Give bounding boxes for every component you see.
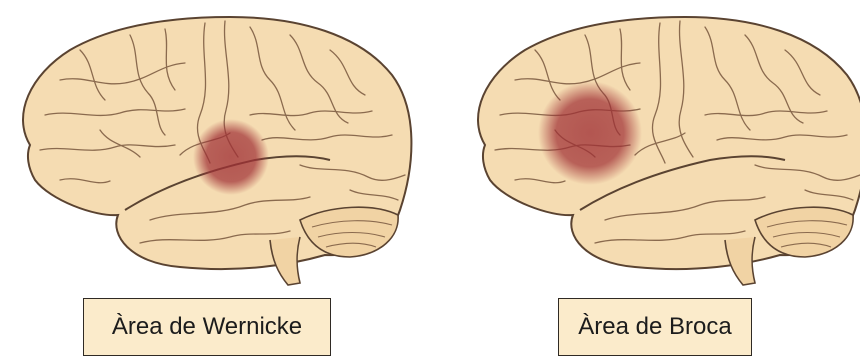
broca-area-label: Àrea de Broca bbox=[558, 298, 752, 356]
brain-left bbox=[23, 17, 411, 285]
wernicke-area-label: Àrea de Wernicke bbox=[83, 298, 331, 356]
wernicke-highlight bbox=[193, 119, 269, 195]
broca-highlight bbox=[538, 81, 642, 185]
brain-right bbox=[478, 17, 860, 285]
brains-illustration bbox=[0, 0, 860, 300]
